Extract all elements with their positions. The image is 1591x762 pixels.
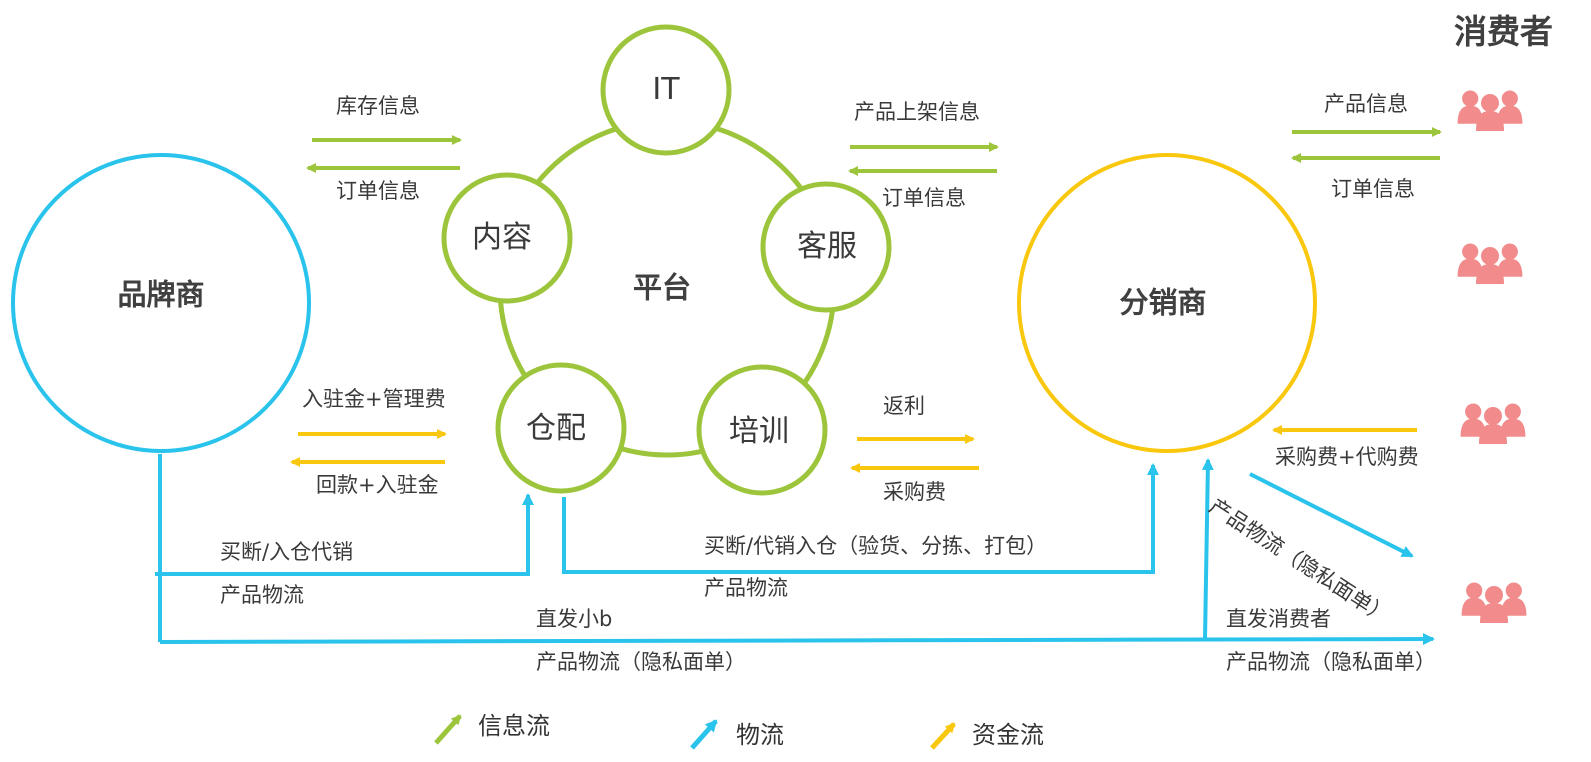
service-label: 客服 (797, 229, 857, 264)
capital-legend-arrow-icon (930, 722, 956, 750)
logistics-direct-b (1201, 458, 1214, 640)
flow-label-buyout-consign: 买断/入仓代销 (220, 540, 354, 564)
flow-label-rebate: 返利 (883, 394, 925, 418)
legend-capital-label: 资金流 (972, 721, 1044, 749)
flow-label-refund: 回款+入驻金 (316, 473, 439, 497)
flow-label-direct-b: 直发小b (536, 607, 613, 631)
warehouse-circle (495, 362, 627, 494)
people-icon (1461, 582, 1527, 623)
info-legend-arrow-icon (434, 714, 462, 745)
flow-label-purchase-fee: 采购费 (883, 480, 946, 504)
training-label: 培训 (729, 414, 789, 449)
logistics-brand-to-warehouse (155, 493, 534, 576)
flow-label-consumer-fee: 采购费+代购费 (1275, 445, 1419, 469)
consumer-title: 消费者 (1454, 12, 1553, 51)
flow-label-brand-fee: 入驻金+管理费 (302, 387, 446, 411)
service-circle (760, 181, 892, 313)
flow-label-listing-info: 产品上架信息 (854, 100, 980, 124)
distributor-circle (1017, 153, 1317, 453)
flow-label-logistics-private-1: 产品物流（隐私面单） (536, 650, 746, 674)
people-icon (1457, 243, 1523, 284)
flow-label-order-info-2: 订单信息 (882, 186, 966, 210)
people-icon (1457, 90, 1523, 131)
people-icon (1460, 403, 1526, 444)
flow-label-product-logistics-1: 产品物流 (220, 583, 304, 607)
brand-label: 品牌商 (117, 277, 205, 312)
logistics-direct-consumer (159, 633, 1435, 646)
content-label: 内容 (472, 220, 532, 255)
warehouse-label: 仓配 (526, 411, 586, 446)
flow-label-buyout-inbound: 买断/代销入仓（验货、分拣、打包） (704, 534, 1048, 558)
brand-circle (11, 153, 311, 453)
it-circle (600, 24, 732, 156)
logistics-warehouse-to-dist (562, 463, 1159, 574)
platform-label: 平台 (632, 270, 692, 305)
legend-logistics-label: 物流 (736, 721, 784, 749)
logistics-dist-to-consumer (1249, 472, 1414, 558)
legend-info-label: 信息流 (478, 712, 550, 740)
flow-label-direct-consumer: 直发消费者 (1226, 607, 1331, 631)
distributor-label: 分销商 (1119, 285, 1207, 320)
training-circle (696, 364, 828, 496)
flow-label-order-info-1: 订单信息 (336, 179, 420, 203)
flow-label-product-logistics-2: 产品物流 (704, 576, 788, 600)
content-circle (441, 172, 573, 304)
flow-label-product-info: 产品信息 (1324, 92, 1408, 116)
flow-label-order-info-3: 订单信息 (1331, 177, 1415, 201)
logistics-legend-arrow-icon (690, 719, 718, 750)
flow-label-logistics-private-2: 产品物流（隐私面单） (1226, 650, 1436, 674)
flow-label-inventory-info: 库存信息 (336, 94, 420, 118)
it-label: IT (652, 72, 680, 107)
